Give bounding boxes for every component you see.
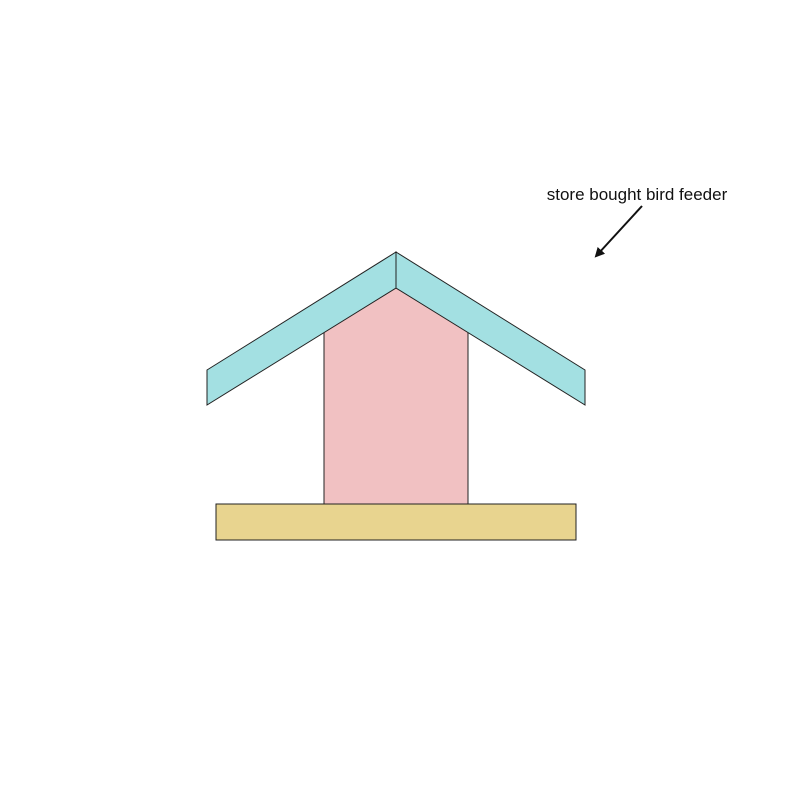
callout-label: store bought bird feeder [547, 185, 728, 204]
callout-arrow [594, 205, 643, 258]
feeder-body [323, 287, 469, 505]
feeder-base [215, 503, 577, 541]
roof-right-panel [395, 251, 586, 406]
